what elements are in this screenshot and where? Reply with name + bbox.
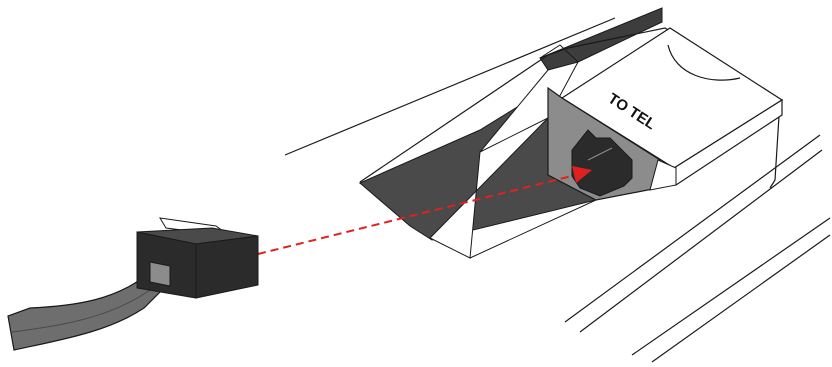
device-recess-outline xyxy=(359,27,781,189)
cable-highlight xyxy=(11,289,151,333)
jack-top-cutout xyxy=(667,44,741,81)
rj11-plug-icon xyxy=(136,217,259,299)
jack-socket-opening xyxy=(571,129,633,197)
jack-socket-contact xyxy=(587,147,613,161)
dashed-arrow-icon xyxy=(257,166,592,255)
plug-strain-relief xyxy=(149,261,171,287)
plug-side-face xyxy=(195,235,259,299)
cable-body xyxy=(7,271,163,351)
arrow-shaft xyxy=(257,175,573,255)
arrow-head xyxy=(572,166,592,183)
device-edge-lines xyxy=(284,17,831,363)
phone-cable xyxy=(7,271,163,351)
jack-lip xyxy=(649,159,677,191)
